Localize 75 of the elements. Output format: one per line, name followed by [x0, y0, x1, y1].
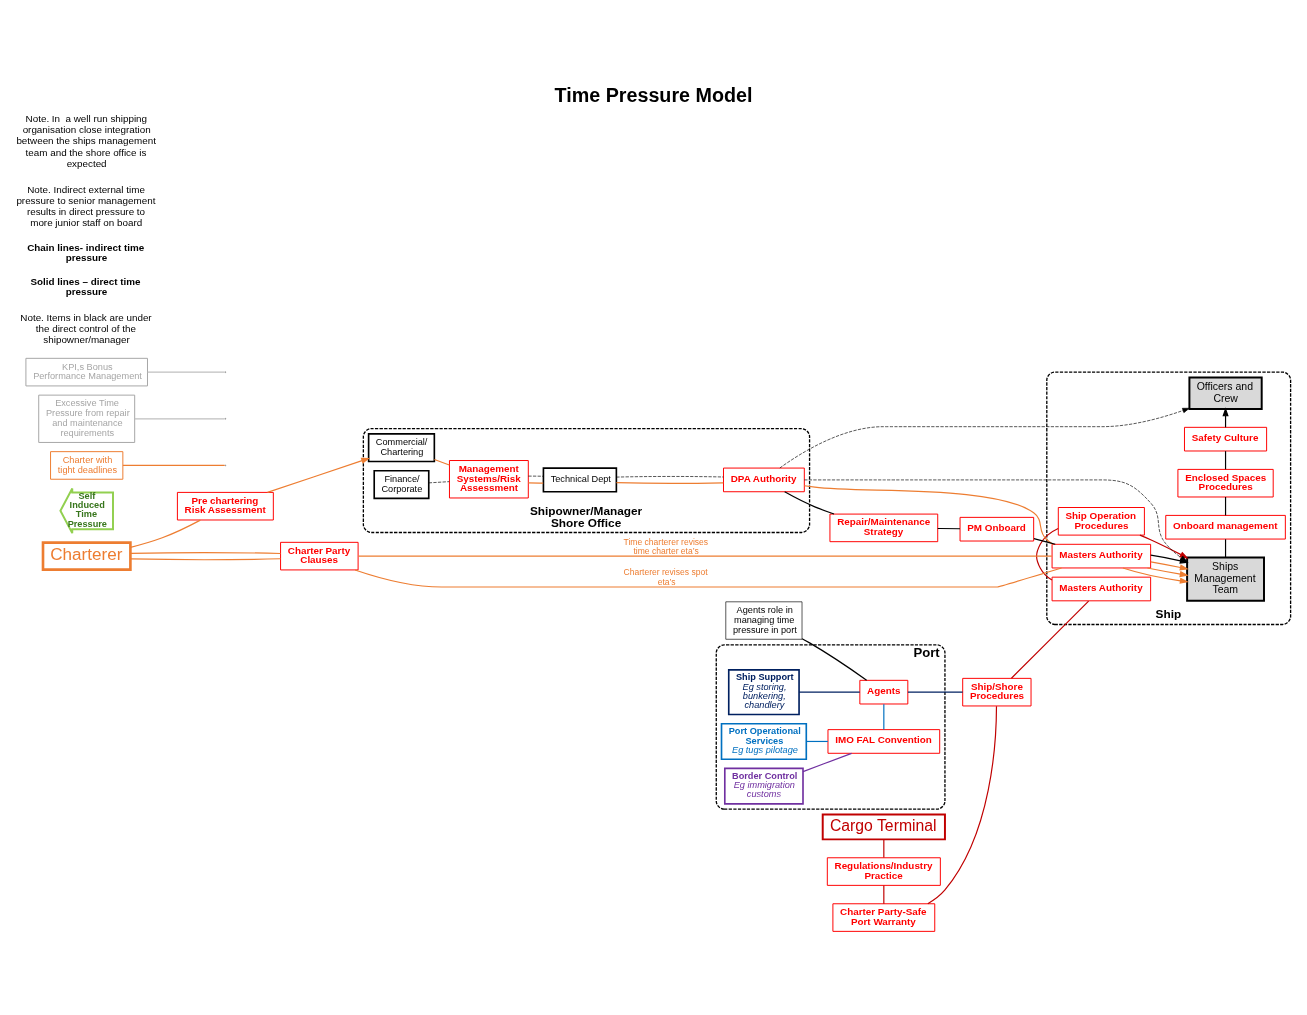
connector: [798, 691, 861, 693]
connector: [1033, 537, 1056, 545]
node-box: Enclosed Spaces Procedures: [1177, 468, 1274, 497]
node-box: Repair/Maintenance Strategy: [829, 513, 939, 542]
label: Chain lines- indirect time pressure: [27, 241, 145, 263]
node-box: Ship/Shore Procedures: [962, 677, 1032, 706]
connector: [883, 703, 885, 730]
node-box: Masters Authority: [1051, 543, 1152, 568]
connector: [122, 464, 226, 466]
node-box: IMO FAL Convention: [827, 728, 941, 754]
connector: [354, 566, 1063, 588]
connector: [937, 527, 961, 529]
node-box: Charter Party Clauses: [280, 541, 359, 570]
node-box: Port Operational Services Eg tugs pilotage: [720, 722, 808, 760]
node-box: Onboard management: [1165, 514, 1286, 540]
connector: [1224, 495, 1227, 516]
connector: [801, 637, 868, 681]
node-box: Charter with tight deadlines: [50, 450, 124, 480]
connector: [784, 490, 835, 515]
node-box: Border Control Eg immigration customs: [723, 767, 804, 805]
node-box: Agents: [859, 679, 909, 704]
node-box: Finance/ Corporate: [373, 469, 430, 499]
connector: [357, 555, 1053, 557]
node-box: Regulations/Industry Practice: [826, 856, 941, 886]
node-box: DPA Authority: [723, 467, 805, 492]
node-box: PM Onboard: [959, 516, 1035, 541]
connector: [802, 752, 853, 772]
node-box: Ship Operation Procedures: [1057, 506, 1145, 536]
connector: [927, 705, 998, 904]
connector: [433, 458, 450, 466]
node-box: Safety Culture: [1184, 426, 1268, 451]
diagram-title: Time Pressure Model: [554, 83, 753, 106]
node-box: Ship Support Eg storing, bunkering, chandlery: [727, 668, 800, 715]
node-box: Excessive Time Pressure from repair and maintenance requirements: [38, 394, 136, 443]
label: Solid lines – direct time pressure: [30, 275, 141, 297]
node-box: Commercial/ Chartering: [367, 432, 436, 462]
arrow: [779, 407, 1190, 468]
connector: [615, 481, 724, 484]
edge-label: Time charterer revises time charter eta’s: [623, 536, 709, 556]
node-box: Agents role in managing time pressure in port: [725, 600, 803, 640]
node-box: Charterer: [41, 540, 132, 571]
arrow: [1146, 566, 1189, 577]
arrow: [1122, 566, 1189, 584]
label: Note. In a well run shipping organisation close integration between the ships management team and the shore office is expected: [16, 112, 156, 169]
connector: [1010, 600, 1090, 679]
connector: [130, 551, 282, 554]
node-box: Ships Management Team: [1186, 555, 1265, 602]
node-box: Cargo Terminal: [821, 812, 946, 840]
node-box: Masters Authority: [1051, 576, 1152, 601]
connector: [907, 691, 964, 693]
node-box: Pre chartering Risk Assessment: [176, 491, 274, 520]
connector: [130, 557, 282, 560]
connector: [1224, 538, 1227, 558]
connector: [1036, 527, 1059, 581]
connector: [883, 884, 885, 904]
node-box: Management Systems/Risk Assessment: [448, 459, 529, 498]
label: Note. Indirect external time pressure to senior management results in direct pressure to more junior staff on board: [16, 183, 156, 228]
edge-label: Charterer revises spot eta’s: [623, 566, 708, 587]
node-box: Officers and Crew: [1188, 375, 1263, 410]
arrow: [266, 457, 371, 493]
label: Note. Items in black are under the direct control of the shipowner/manager: [20, 311, 152, 345]
connector: [147, 371, 226, 373]
connector: [616, 475, 724, 477]
connector: [129, 519, 201, 548]
connector: [428, 480, 450, 483]
connector: [805, 740, 829, 742]
arrow: [1150, 560, 1189, 570]
connector: [803, 484, 1054, 545]
connector: [1224, 450, 1227, 470]
connector: [134, 417, 226, 419]
node-box: KPI,s Bonus Performance Management: [25, 357, 148, 386]
connector: [528, 475, 544, 477]
node-box: Charter Party-Safe Port Warranty: [832, 902, 936, 932]
node-box: Technical Dept: [542, 466, 618, 493]
connector: [527, 481, 544, 484]
